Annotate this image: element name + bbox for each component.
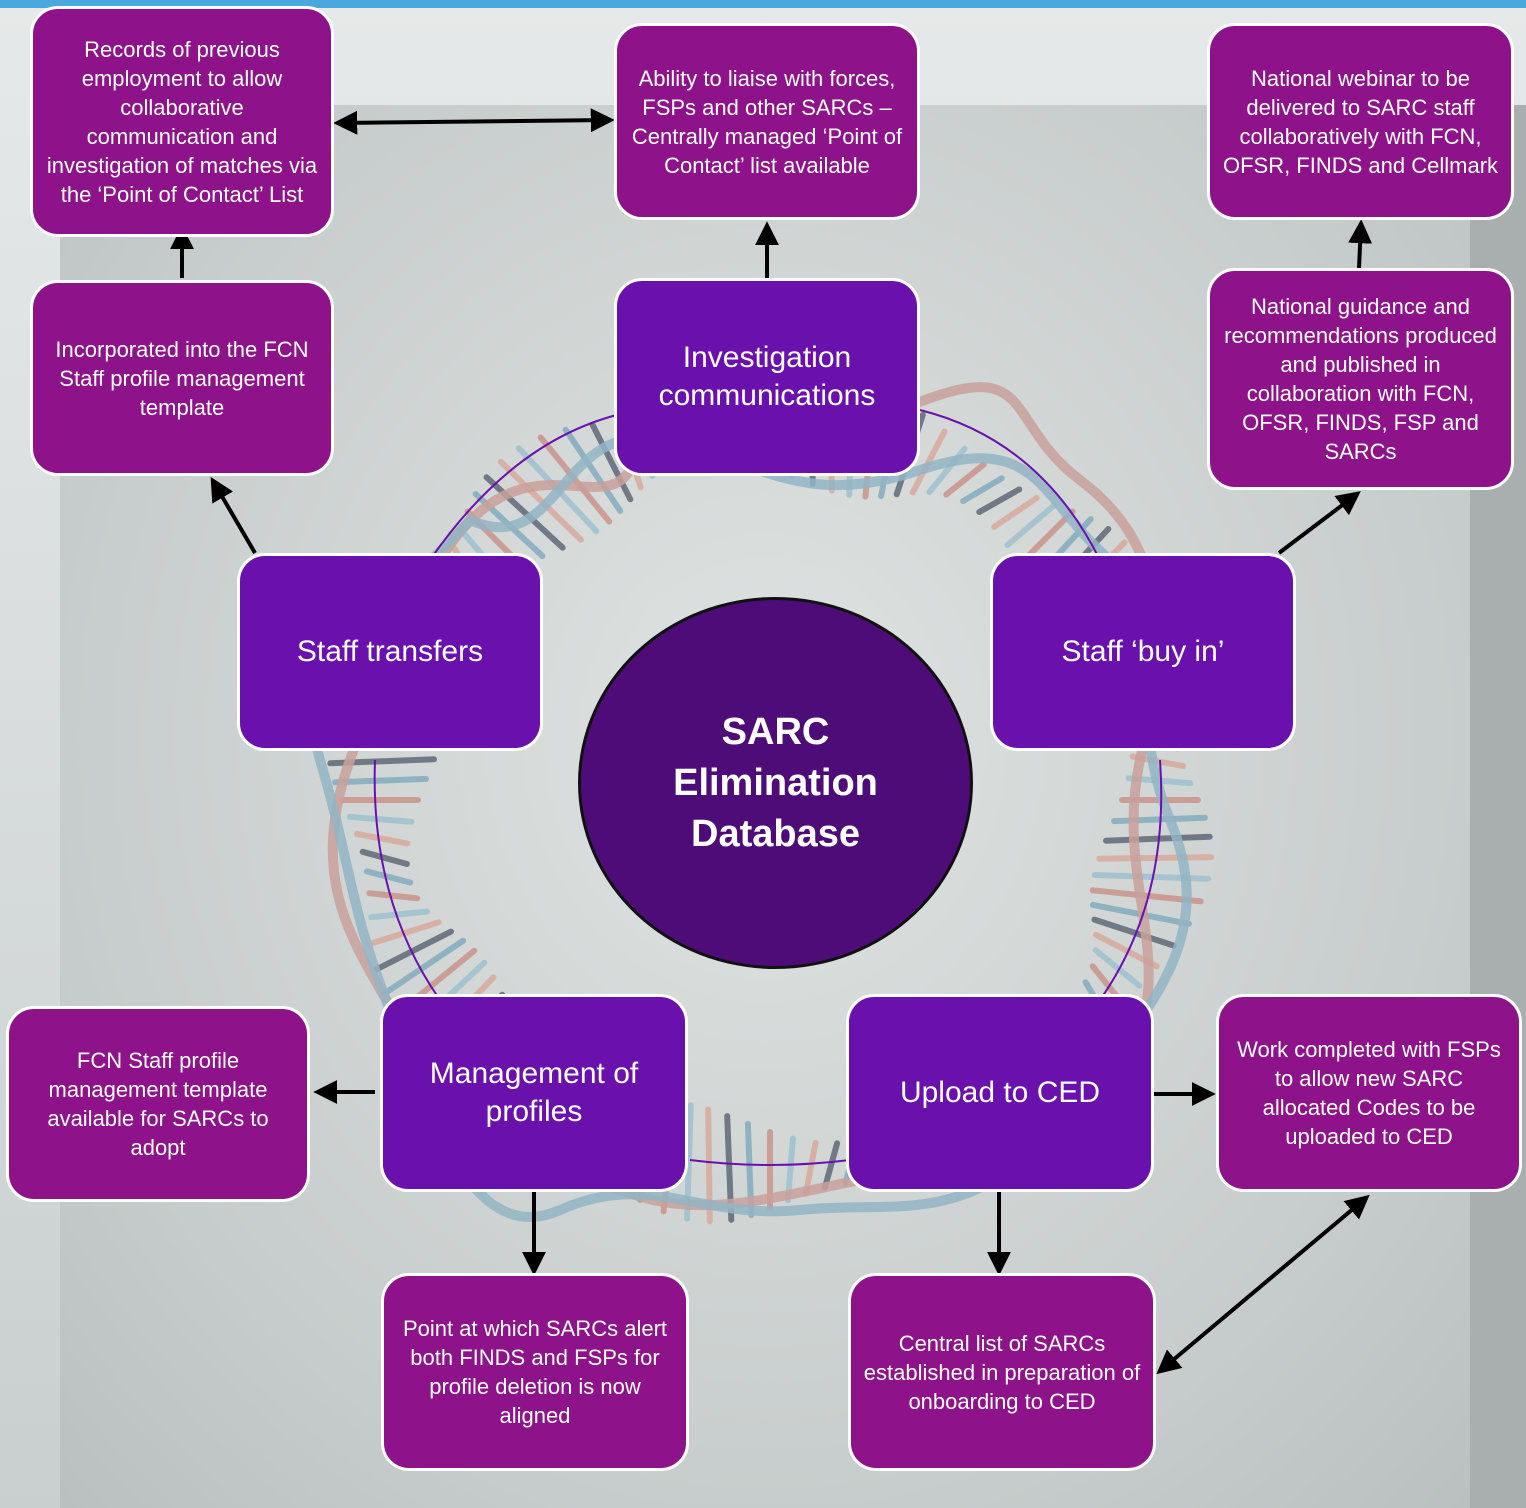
dna-rung [378, 937, 467, 999]
dna-rung [373, 928, 454, 973]
dna-rung [943, 461, 987, 498]
theme-upload-text: Upload to CED [899, 1076, 1101, 1109]
dna-rung [802, 1139, 819, 1197]
dna-rung [1096, 854, 1215, 862]
outcome-fcn-template-available: FCN Staff profile management template av… [6, 1006, 310, 1202]
dna-rung [483, 474, 566, 551]
outcome-point-alert-text: Point at which SARCs alert both FINDS an… [402, 1316, 668, 1428]
outcome-liaise-point-of-contact: Ability to liaise with forces, FSPs and … [614, 23, 920, 220]
dna-rung [497, 458, 584, 543]
outcome-point-alert-aligned: Point at which SARCs alert both FINDS an… [381, 1273, 689, 1471]
dna-rung [370, 919, 442, 946]
theme-staff-buy-in-text: Staff ‘buy in’ [1061, 635, 1225, 668]
outcome-incorporated-template: Incorporated into the FCN Staff profile … [30, 280, 334, 476]
theme-investigation-communications: Investigation communications [614, 278, 920, 476]
dna-rung [353, 830, 411, 847]
outcome-work-completed-text: Work completed with FSPs to allow new SA… [1237, 1037, 1501, 1149]
dna-rung [1091, 916, 1177, 949]
dna-rung [332, 775, 429, 786]
theme-management-text: Management of profiles [429, 1057, 639, 1128]
dna-rung [1004, 502, 1058, 549]
arrow-buyin-guidance [1277, 491, 1361, 555]
dna-rung [346, 813, 415, 825]
outcome-work-completed-fsps: Work completed with FSPs to allow new SA… [1216, 994, 1522, 1192]
outcome-guidance-text: National guidance and recommendations pr… [1224, 294, 1497, 464]
theme-upload-to-ced: Upload to CED [846, 994, 1154, 1192]
arrow-records-liaise [333, 108, 615, 135]
dna-rung [589, 421, 634, 503]
outcome-fcn-template-text: FCN Staff profile management template av… [47, 1048, 269, 1160]
outcome-records-previous-employment: Records of previous employment to allow … [30, 6, 334, 237]
top-accent-bar [0, 0, 1526, 8]
arrow-centrallist-workcompleted [1156, 1194, 1370, 1375]
outcome-national-webinar: National webinar to be delivered to SARC… [1207, 23, 1514, 220]
hub-label: SARC Elimination Database [673, 710, 878, 855]
dna-rung [1103, 833, 1213, 844]
dna-rung [363, 868, 414, 886]
outcome-webinar-text: National webinar to be delivered to SARC… [1222, 65, 1499, 178]
dna-rung [821, 1140, 841, 1191]
dna-rung [991, 495, 1040, 530]
outcome-central-list-sarcs: Central list of SARCs established in pre… [848, 1273, 1156, 1471]
dna-rung [960, 475, 1005, 505]
arrow-transfers-incorporated [210, 476, 257, 555]
theme-staff-transfers: Staff transfers [237, 553, 543, 751]
outcome-incorporated-text: Incorporated into the FCN Staff profile … [55, 336, 309, 420]
outcome-liaise-text: Ability to liaise with forces, FSPs and … [631, 65, 903, 178]
arrow-guidance-webinar [1348, 219, 1373, 269]
dna-rung [1092, 947, 1143, 989]
dna-rung [909, 428, 948, 496]
dna-rung [562, 426, 624, 514]
dna-rung [976, 486, 1023, 515]
outcome-central-list-text: Central list of SARCs established in pre… [863, 1330, 1141, 1414]
dna-rung [368, 908, 430, 921]
theme-management-of-profiles: Management of profiles [380, 994, 688, 1192]
hub-sarc-elimination-database: SARC Elimination Database [578, 597, 973, 969]
dna-rung [366, 890, 421, 902]
outcome-records-text: Records of previous employment to allow … [46, 36, 318, 207]
dna-rung [537, 434, 613, 525]
theme-staff-transfers-text: Staff transfers [296, 635, 484, 668]
theme-investigation-text: Investigation communications [658, 341, 876, 412]
inner-purple-ring [373, 409, 1163, 1166]
dna-rung [359, 848, 410, 867]
theme-staff-buy-in: Staff ‘buy in’ [990, 553, 1296, 751]
outcome-national-guidance: National guidance and recommendations pr… [1207, 268, 1514, 490]
